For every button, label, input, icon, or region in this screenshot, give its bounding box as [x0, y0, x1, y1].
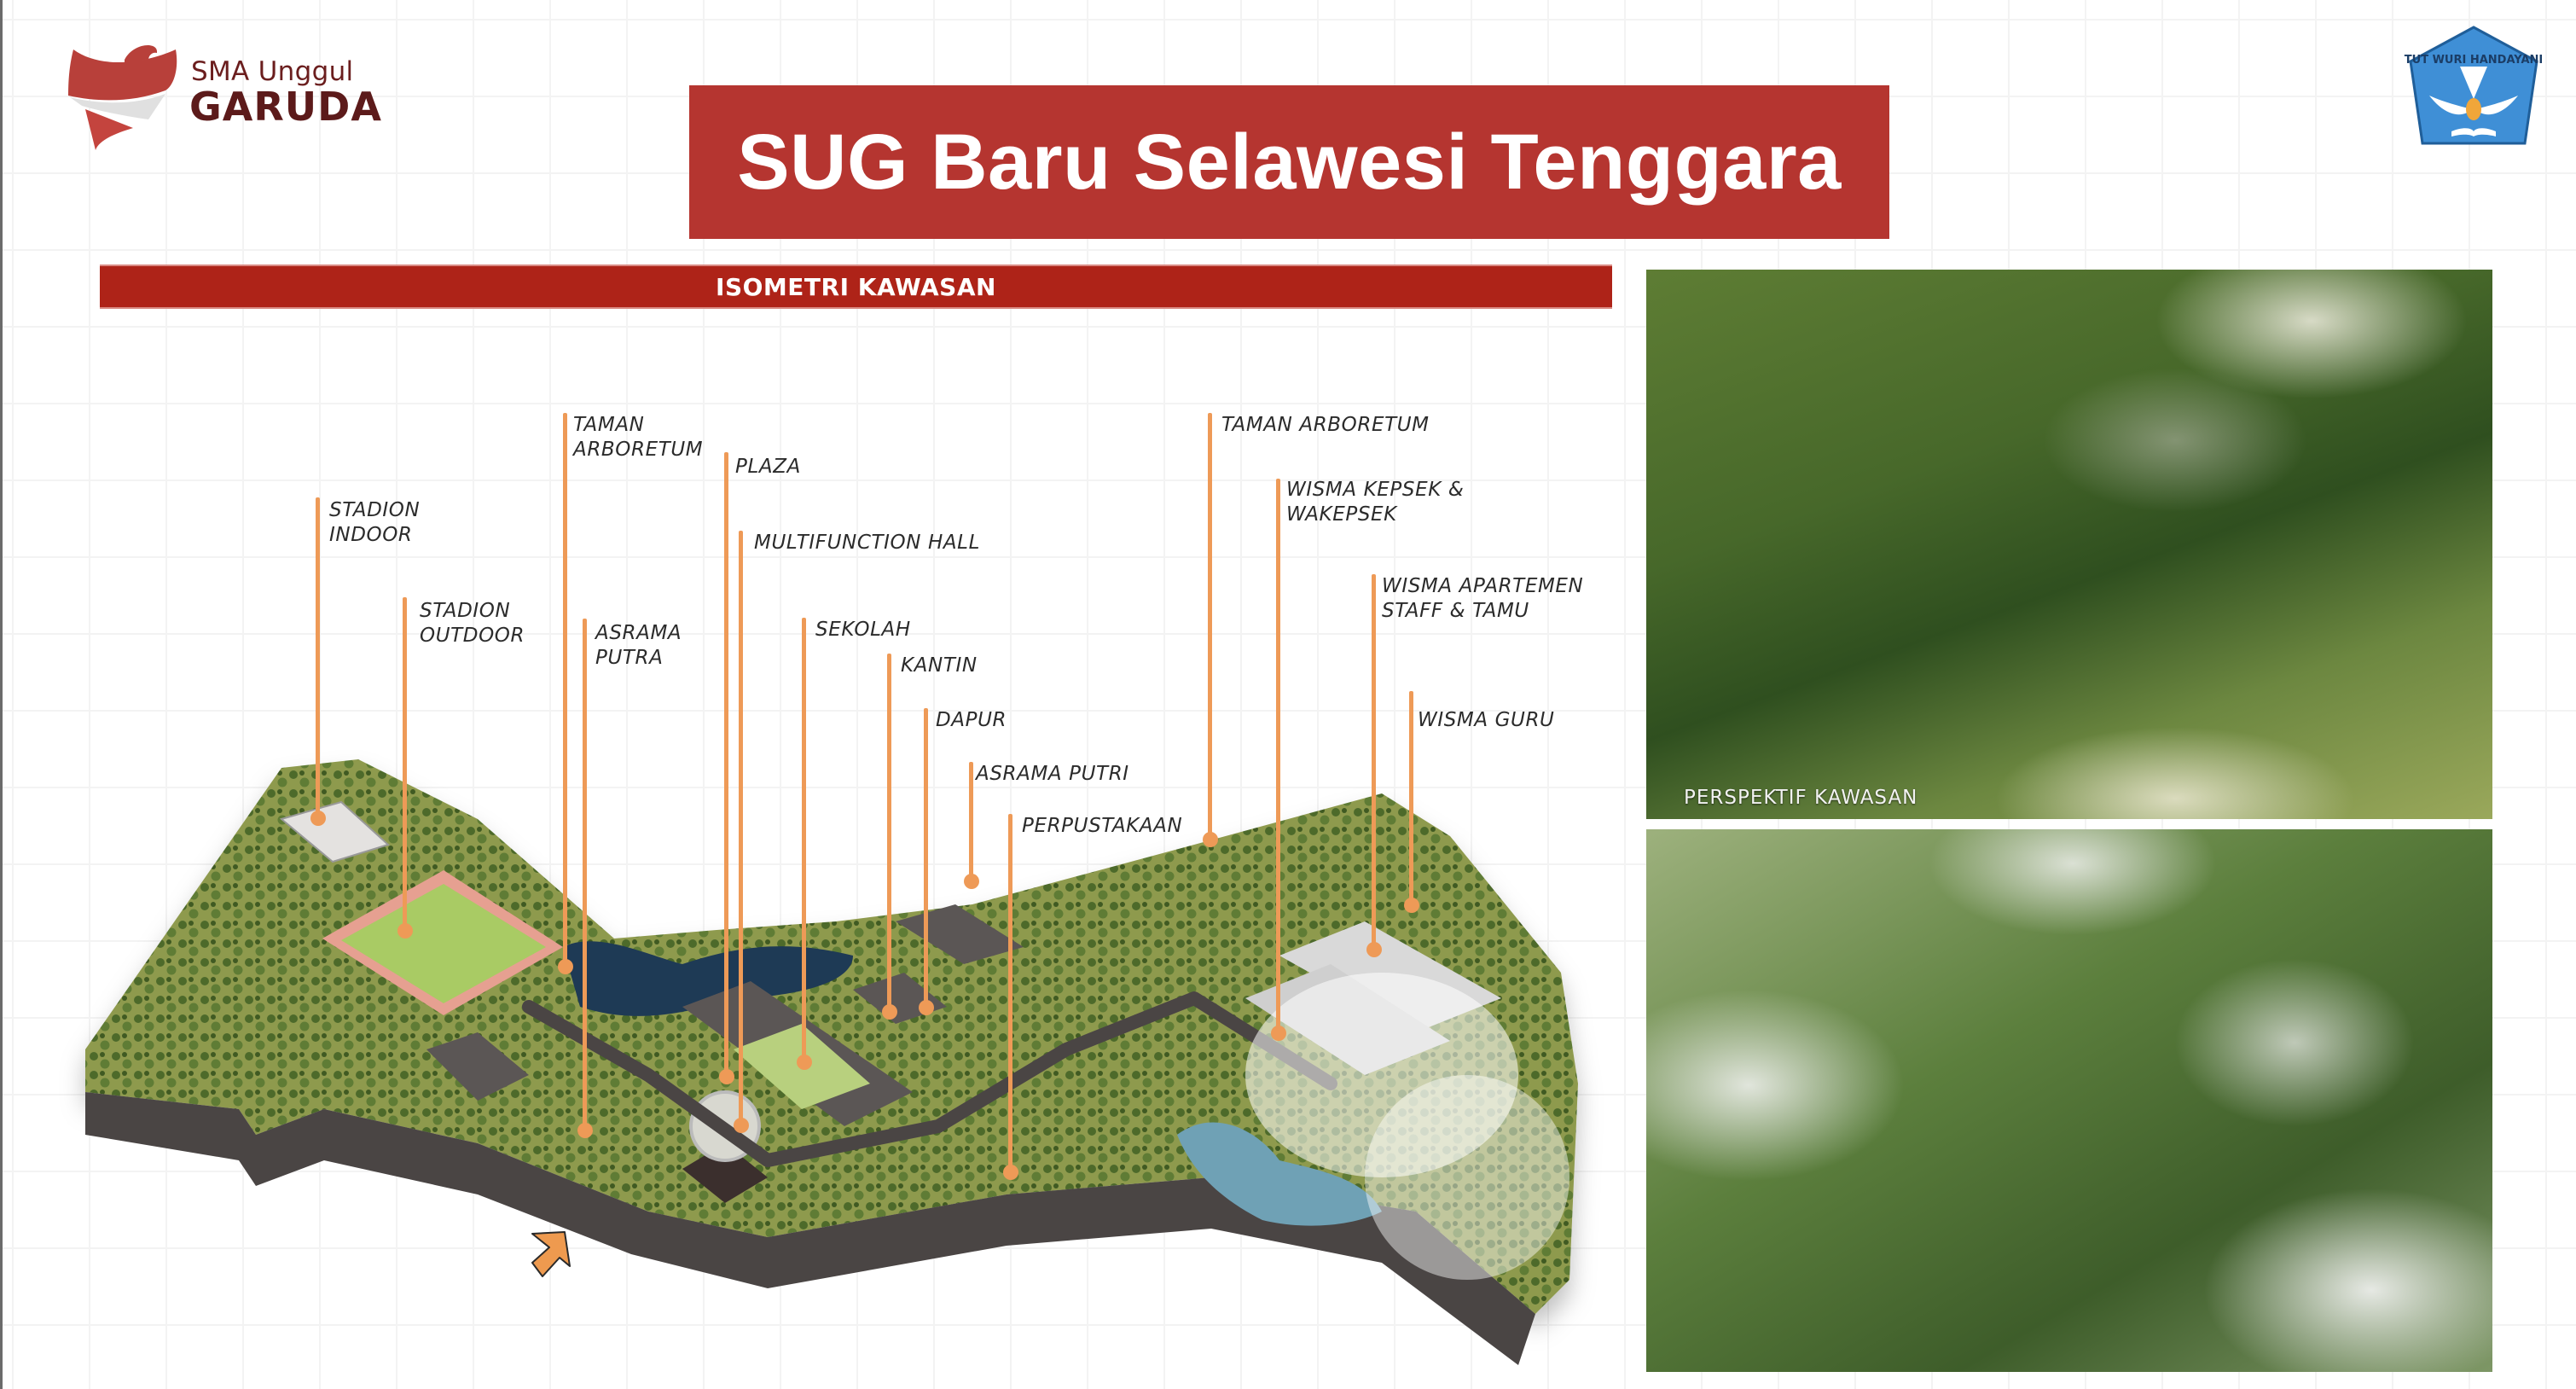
callout-label: STADION OUTDOOR — [420, 600, 525, 647]
callout-dot — [577, 1123, 593, 1138]
callout-label: SEKOLAH — [815, 619, 911, 641]
callout-line — [563, 413, 567, 966]
callout-label: STADION INDOOR — [329, 499, 421, 546]
callout-line — [403, 597, 407, 930]
callout-label: TAMAN ARBORETUM — [1221, 414, 1430, 436]
callout-dot — [1202, 832, 1218, 847]
logo-text-garuda: GARUDA — [189, 84, 382, 130]
callout-dot — [733, 1118, 749, 1133]
callout-dot — [1270, 1026, 1286, 1041]
slide-left-border — [0, 0, 3, 1389]
section-title: ISOMETRI KAWASAN — [716, 272, 996, 301]
logo-text-sma-unggul: SMA Unggul — [191, 56, 354, 87]
svg-text:TUT WURI HANDAYANI: TUT WURI HANDAYANI — [2405, 54, 2543, 67]
slide-title-banner: SUG Baru Selawesi Tenggara — [689, 85, 1889, 239]
callout-dot — [918, 1000, 934, 1015]
callout-dot — [1403, 898, 1419, 913]
callout-line — [1276, 479, 1280, 1033]
callout-line — [724, 452, 728, 1079]
callout-line — [887, 654, 891, 1012]
section-header-bar: ISOMETRI KAWASAN — [100, 264, 1612, 309]
callout-line — [924, 708, 928, 1007]
callout-line — [316, 497, 320, 822]
callout-label: MULTIFUNCTION HALL — [754, 532, 981, 554]
callout-line — [1372, 574, 1376, 950]
callout-line — [969, 762, 973, 881]
callout-label: TAMAN ARBORETUM — [573, 414, 704, 461]
callout-label: PERPUSTAKAAN — [1022, 815, 1183, 837]
callout-dot — [718, 1069, 734, 1084]
callout-label: PLAZA — [735, 456, 801, 478]
callout-dot — [1002, 1165, 1018, 1180]
callout-dot — [963, 874, 979, 889]
callout-line — [1008, 814, 1012, 1172]
callout-label: DAPUR — [936, 709, 1007, 731]
callout-dot — [881, 1004, 897, 1020]
callout-line — [739, 531, 743, 1126]
callout-dot — [1366, 942, 1382, 957]
callout-label: ASRAMA PUTRA — [595, 622, 682, 669]
callout-label: ASRAMA PUTRI — [976, 763, 1129, 785]
callout-dot — [310, 811, 326, 826]
callout-label: WISMA KEPSEK & WAKEPSEK — [1286, 479, 1465, 526]
callout-label: WISMA GURU — [1418, 709, 1555, 731]
callout-line — [1208, 413, 1212, 840]
callout-line — [1409, 691, 1413, 904]
entrance-arrow-icon — [531, 1231, 571, 1277]
slide-title: SUG Baru Selawesi Tenggara — [737, 118, 1842, 206]
perspective-photo-top: PERSPEKTIF KAWASAN — [1646, 270, 2492, 819]
callout-dot — [397, 923, 413, 939]
callout-label: KANTIN — [901, 654, 978, 677]
perspective-photo-bottom — [1646, 829, 2492, 1372]
callout-dot — [557, 959, 573, 974]
callout-line — [583, 619, 587, 1130]
tut-wuri-handayani-emblem: TUT WURI HANDAYANI — [2404, 24, 2544, 152]
sma-unggul-garuda-logo: SMA Unggul GARUDA — [65, 34, 406, 154]
garuda-ribbon-logo-icon — [68, 44, 177, 150]
callout-dot — [796, 1055, 812, 1070]
tut-wuri-handayani-emblem-icon: TUT WURI HANDAYANI — [2405, 26, 2543, 145]
photo-caption: PERSPEKTIF KAWASAN — [1684, 787, 1918, 809]
callout-label: WISMA APARTEMEN STAFF & TAMU — [1382, 575, 1584, 622]
callout-line — [802, 618, 806, 1061]
